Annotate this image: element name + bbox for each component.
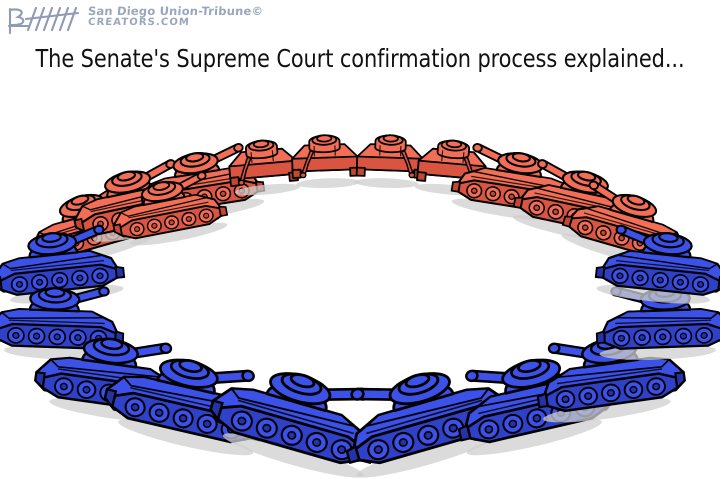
tank-red [280, 127, 370, 192]
cartoon-caption: The Senate's Supreme Court confirmation … [35, 44, 685, 73]
tank-blue [0, 210, 134, 313]
tank-red [215, 130, 310, 202]
artist-signature-breen [7, 6, 80, 35]
tank-blue [87, 323, 286, 468]
tank-blue [318, 332, 531, 480]
signature-block: San Diego Union-Tribune© CREATORS.COM [6, 2, 264, 42]
tank-red [97, 157, 237, 257]
tank-blue [586, 210, 720, 313]
